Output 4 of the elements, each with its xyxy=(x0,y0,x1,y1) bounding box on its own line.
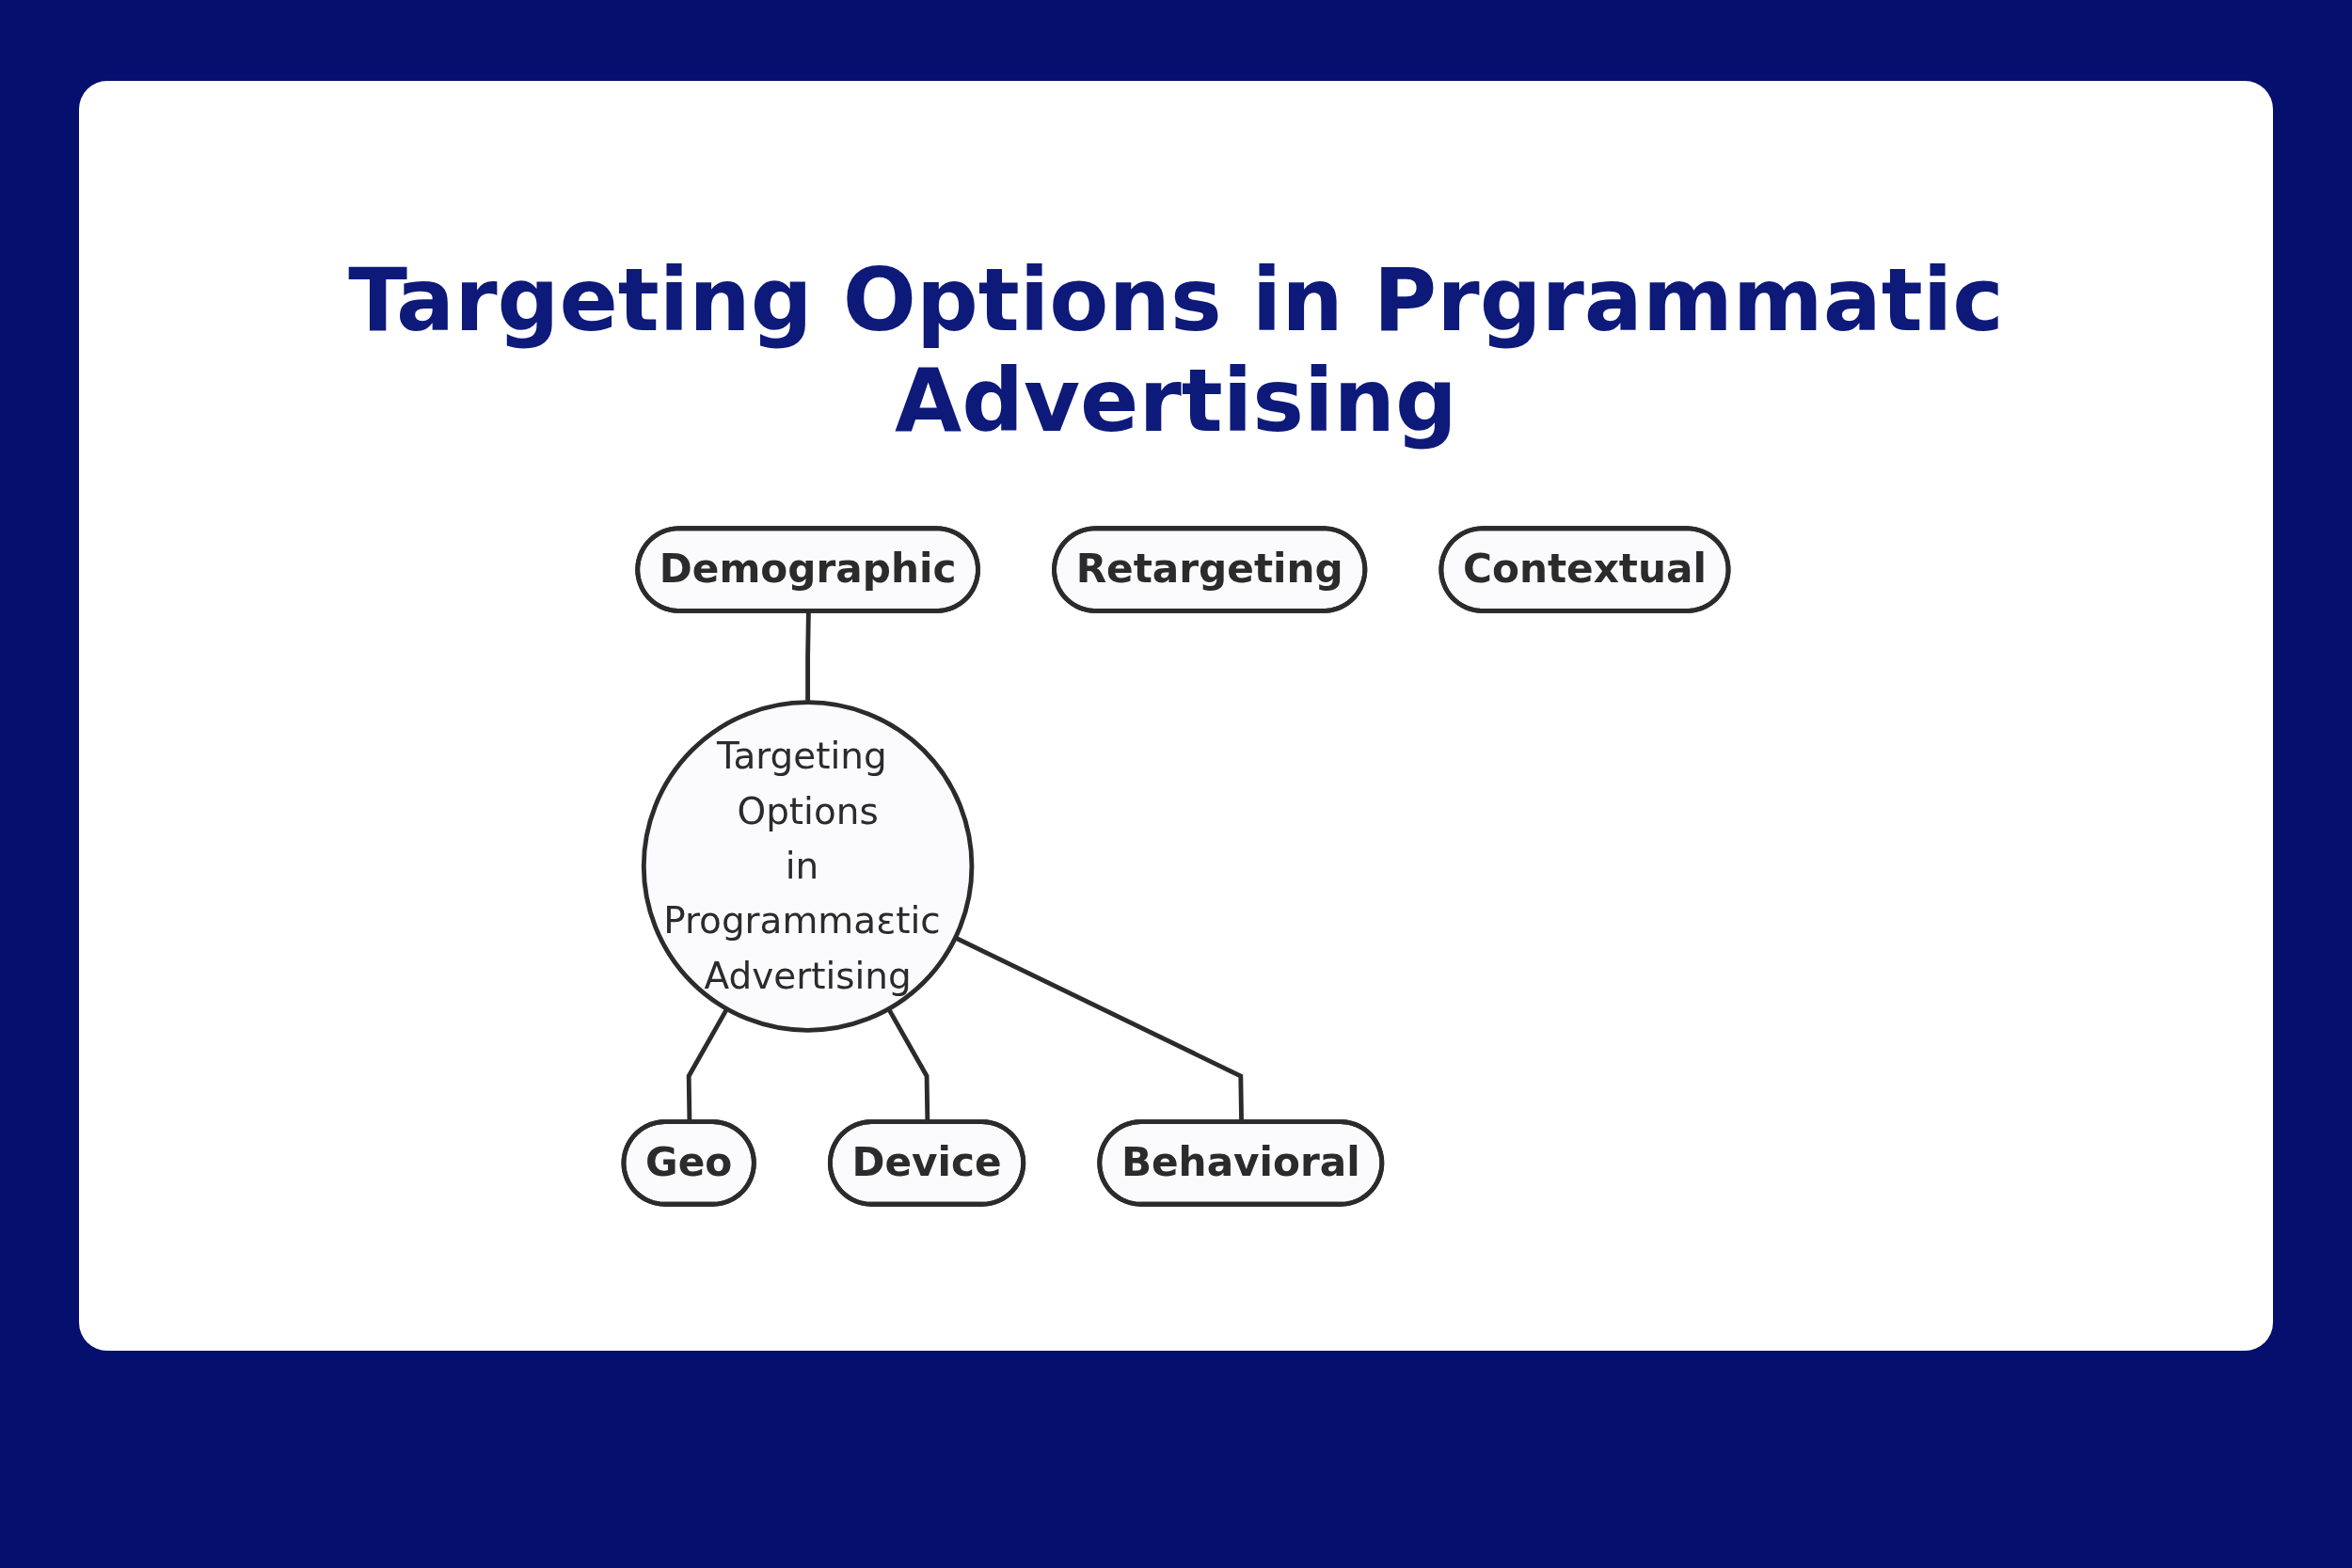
connector xyxy=(805,611,811,703)
card-background: Targeting Options in Prgrammatic Advertising Demographic Retargeting Targeting Options in Programmaεtic Advertising Geo Contextual Device Behavioral xyxy=(79,81,2273,1351)
title: Targeting Options in Prgrammatic Advertising xyxy=(347,250,2005,451)
node-circle xyxy=(641,700,975,1033)
